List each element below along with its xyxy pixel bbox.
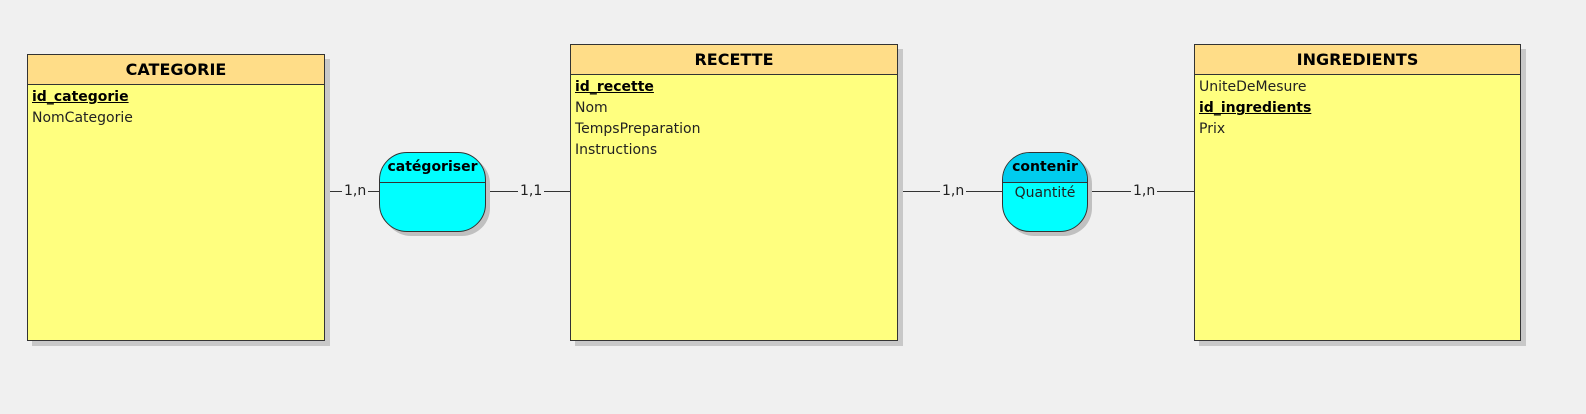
entity-ingredients[interactable]: INGREDIENTS UniteDeMesure id_ingredients… bbox=[1194, 44, 1521, 341]
relation-contenir-title: contenir bbox=[1003, 153, 1087, 183]
attribute-id-categorie: id_categorie bbox=[32, 89, 129, 105]
attribute-nomcategorie: NomCategorie bbox=[32, 110, 133, 126]
attribute-tempspreparation: TempsPreparation bbox=[575, 121, 701, 137]
attribute-unitedemesure: UniteDeMesure bbox=[1199, 79, 1307, 95]
attribute-id-recette: id_recette bbox=[575, 79, 654, 95]
attribute-instructions: Instructions bbox=[575, 142, 658, 158]
entity-ingredients-title: INGREDIENTS bbox=[1195, 45, 1520, 75]
entity-categorie-title: CATEGORIE bbox=[28, 55, 324, 85]
entity-recette-attributes: id_recette Nom TempsPreparation Instruct… bbox=[571, 75, 897, 161]
cardinality-contenir-ingredients: 1,n bbox=[1131, 183, 1158, 199]
attribute-nom: Nom bbox=[575, 100, 608, 116]
attribute-prix: Prix bbox=[1199, 121, 1226, 137]
entity-ingredients-attributes: UniteDeMesure id_ingredients Prix bbox=[1195, 75, 1520, 140]
relation-categoriser[interactable]: catégoriser bbox=[379, 152, 486, 232]
cardinality-categorie-categoriser: 1,n bbox=[342, 183, 369, 199]
entity-categorie-attributes: id_categorie NomCategorie bbox=[28, 85, 324, 129]
cardinality-categoriser-recette: 1,1 bbox=[518, 183, 545, 199]
entity-recette-title: RECETTE bbox=[571, 45, 897, 75]
relation-categoriser-title: catégoriser bbox=[380, 153, 485, 183]
entity-categorie[interactable]: CATEGORIE id_categorie NomCategorie bbox=[27, 54, 325, 341]
attribute-id-ingredients: id_ingredients bbox=[1199, 100, 1312, 116]
relation-contenir[interactable]: contenir Quantité bbox=[1002, 152, 1088, 232]
cardinality-recette-contenir: 1,n bbox=[940, 183, 967, 199]
entity-recette[interactable]: RECETTE id_recette Nom TempsPreparation … bbox=[570, 44, 898, 341]
attribute-quantite: Quantité bbox=[1014, 185, 1076, 201]
